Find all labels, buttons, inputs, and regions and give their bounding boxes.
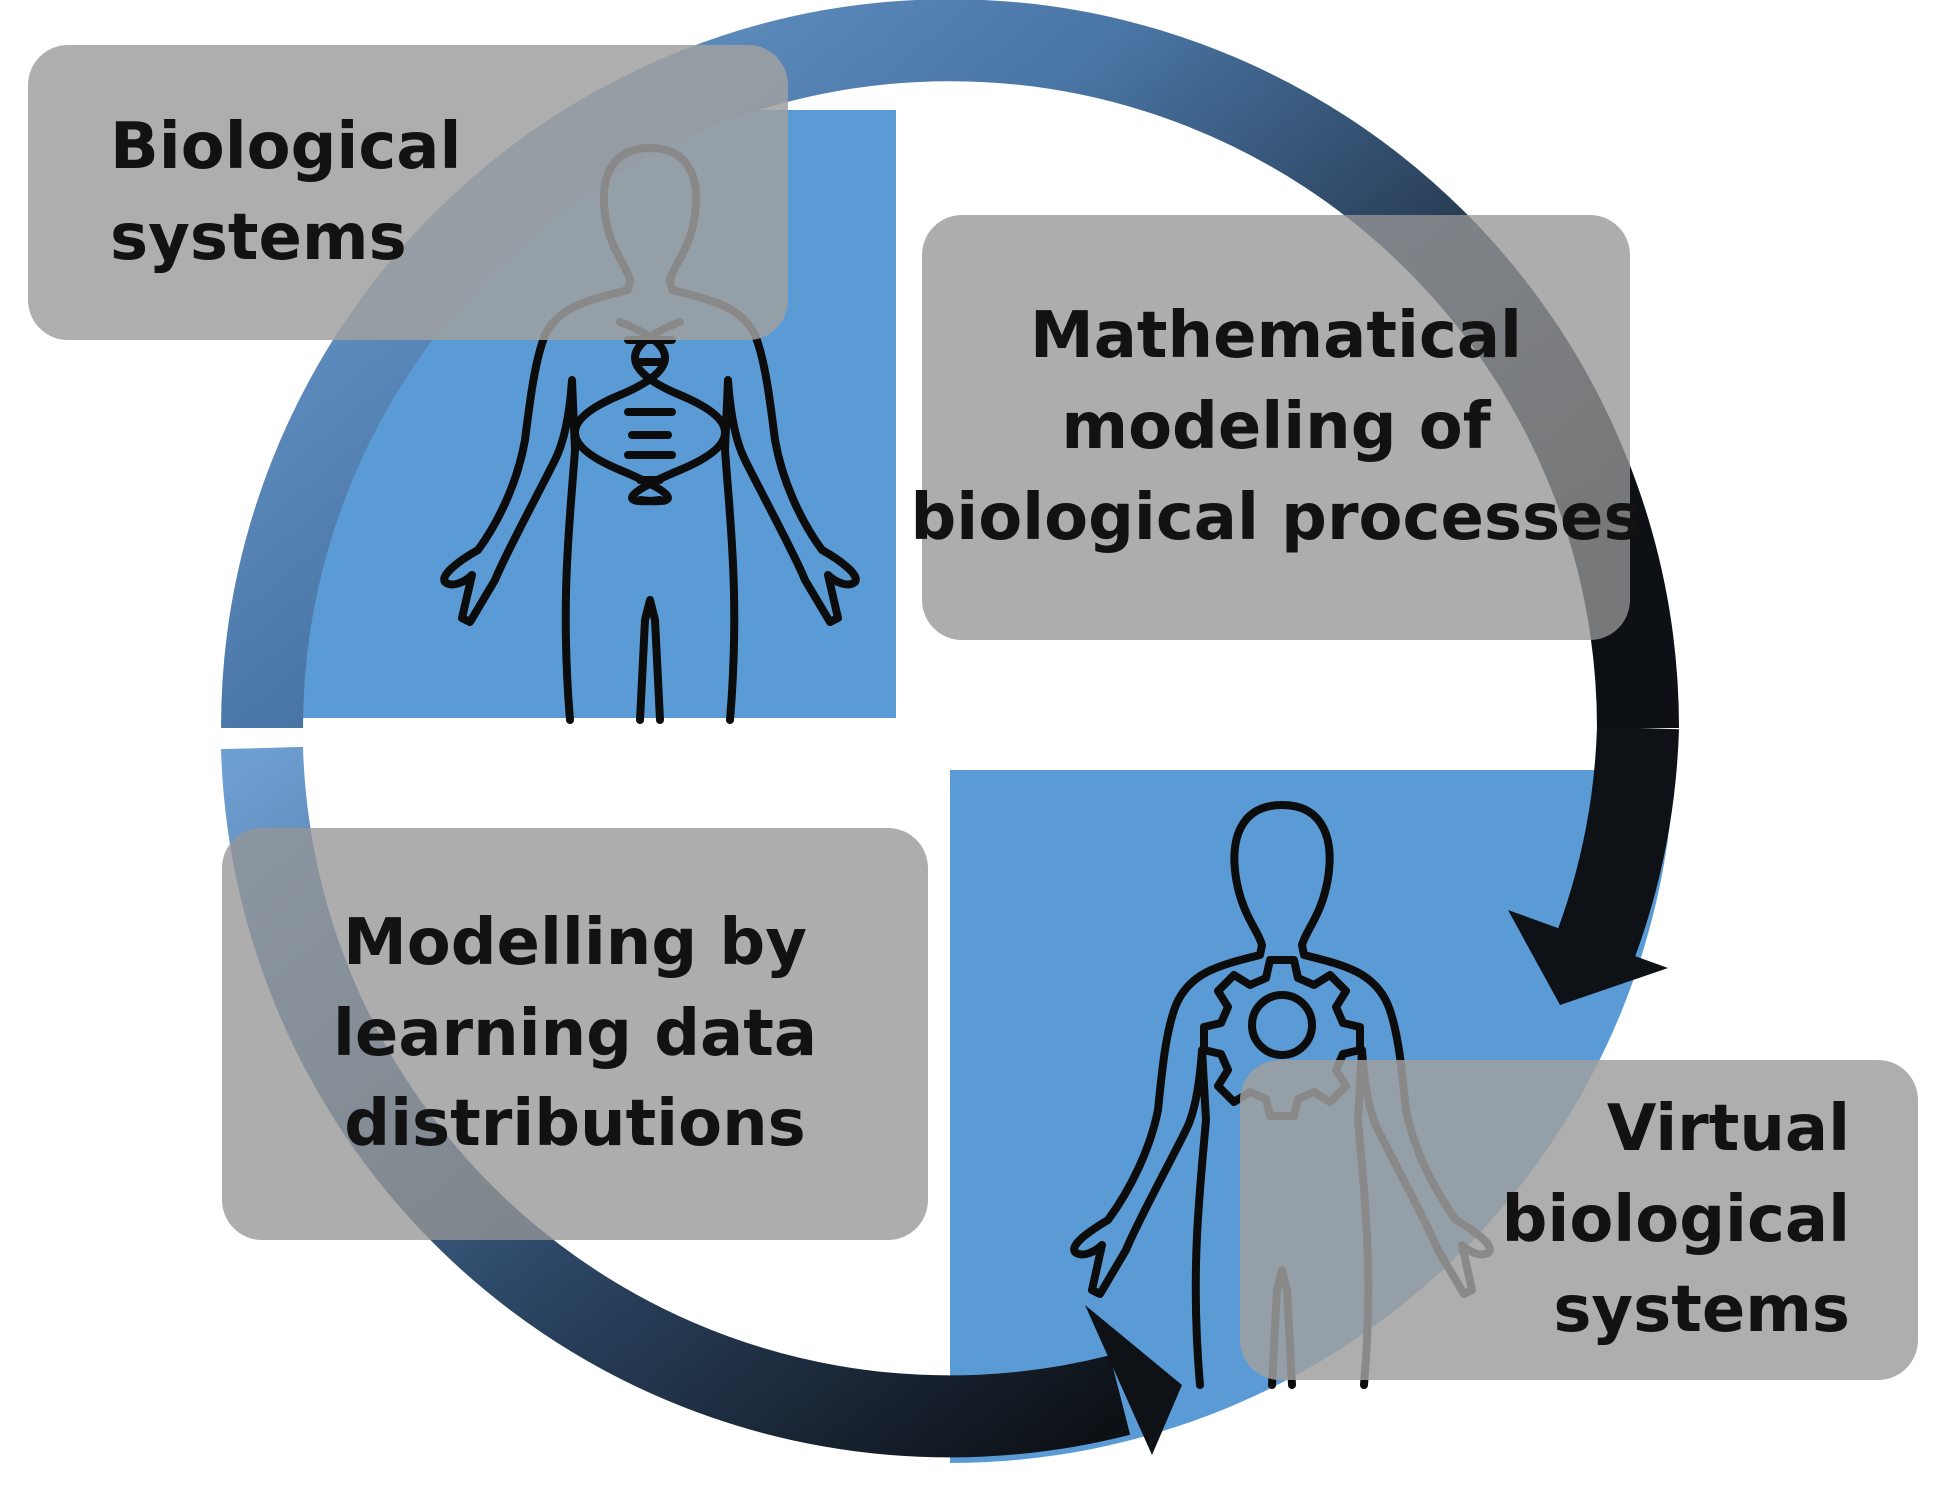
modelling-learning-line-2: learning data xyxy=(332,996,818,1071)
math-modeling-box: Mathematical modeling of biological proc… xyxy=(910,215,1642,640)
modelling-learning-line-1: Modelling by xyxy=(343,905,807,980)
biological-systems-line-2: systems xyxy=(110,200,407,275)
virtual-systems-box: Virtual biological systems xyxy=(1240,1060,1918,1380)
virtual-systems-line-1: Virtual xyxy=(1606,1091,1850,1166)
math-modeling-line-1: Mathematical xyxy=(1030,299,1522,374)
modelling-learning-box: Modelling by learning data distributions xyxy=(222,828,928,1240)
biological-systems-box: Biological systems xyxy=(28,45,788,340)
math-modeling-line-2: modeling of xyxy=(1061,390,1491,465)
modelling-learning-line-3: distributions xyxy=(344,1087,806,1162)
cycle-arc-top-end xyxy=(1551,726,1679,976)
biological-systems-line-1: Biological xyxy=(110,109,462,184)
virtual-systems-line-2: biological xyxy=(1501,1182,1850,1257)
virtual-systems-line-3: systems xyxy=(1553,1273,1850,1348)
cycle-arrow-head-bottom xyxy=(1085,1305,1182,1455)
math-modeling-line-3: biological processes xyxy=(910,480,1642,555)
